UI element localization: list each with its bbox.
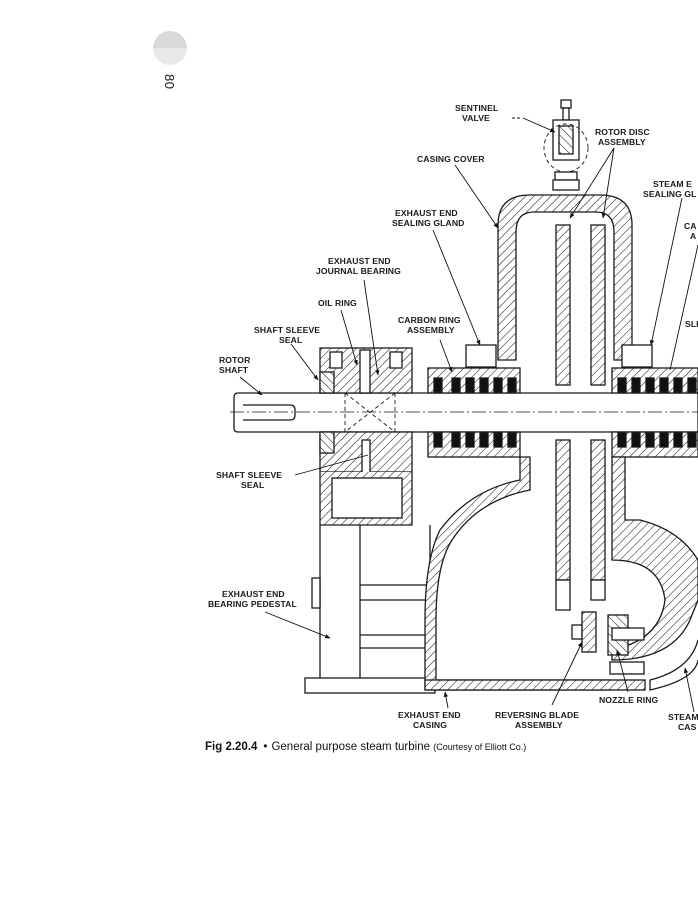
rotor-shaft [230, 392, 698, 433]
caption-bullet: • [263, 741, 268, 753]
casing-cover [497, 194, 633, 361]
exhaust-end-casing [424, 456, 646, 691]
carbon-ring-assembly-right [611, 344, 698, 458]
label-nozzle-ring: NOZZLE RING [599, 695, 659, 705]
sentinel-valve [543, 99, 589, 191]
exhaust-end-bearing-pedestal [304, 472, 436, 694]
rotor-disc-2 [590, 224, 606, 386]
figure-id: Fig 2.20.4 [205, 741, 258, 753]
label-sleeve-right: SLI [685, 319, 698, 329]
nozzle-ring [571, 611, 645, 675]
figure-caption: Fig 2.20.4 •General purpose steam turbine… [205, 741, 526, 753]
carbon-ring-assembly-left [427, 344, 521, 458]
figure-courtesy: (Courtesy of Elliott Co.) [433, 742, 527, 752]
steam-casing [611, 456, 698, 691]
label-oil-ring: OIL RING [318, 298, 357, 308]
label-casing-cover: CASING COVER [417, 154, 485, 164]
page-tab-marker [153, 31, 187, 65]
exhaust-end-journal-bearing [319, 347, 413, 486]
rotor-disc-1 [555, 224, 571, 386]
figure-title: General purpose steam turbine [271, 741, 430, 753]
